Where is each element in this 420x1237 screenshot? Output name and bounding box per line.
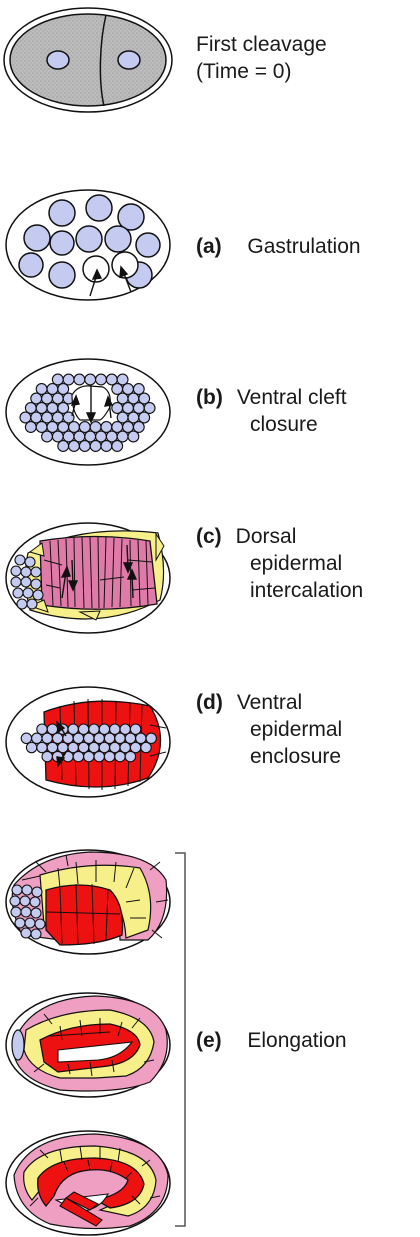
stage-letter: (e)	[196, 1029, 222, 1052]
blastomere	[115, 733, 125, 743]
blastomere	[52, 733, 62, 743]
comma-stage-embryo	[6, 850, 170, 954]
blastomere	[58, 441, 69, 452]
label-line: (Time = 0)	[196, 58, 327, 85]
blastomere	[84, 751, 94, 761]
blastomere	[128, 431, 139, 442]
blastomere	[32, 733, 42, 743]
label-line: Ventral cleft	[237, 386, 347, 409]
blastomere	[73, 751, 83, 761]
blastomere	[42, 431, 53, 442]
label-line: First cleavage	[196, 31, 327, 58]
elongation-bracket	[175, 853, 185, 1226]
blastomere	[26, 742, 36, 752]
gastrulation-embryo	[6, 190, 170, 300]
blastomere	[63, 751, 73, 761]
label-ventral-cleft: (b) Ventral cleft closure	[196, 384, 347, 438]
dorsal-intercalation-embryo	[6, 523, 170, 633]
label-elongation: (e) Elongation	[196, 1027, 347, 1054]
blastomere	[79, 441, 90, 452]
nucleus-right	[118, 51, 140, 69]
blastomere	[101, 441, 112, 452]
blastomere	[42, 751, 52, 761]
label-line: Elongation	[247, 1029, 346, 1052]
blastomere	[85, 374, 96, 385]
label-first-cleavage: First cleavage (Time = 0)	[196, 31, 327, 85]
blastomere	[96, 374, 107, 385]
ventral-enclosure-embryo	[6, 687, 170, 797]
stage-letter: (b)	[196, 386, 223, 409]
label-line: epidermal	[196, 716, 342, 743]
blastomere	[146, 733, 156, 743]
label-line: closure	[196, 411, 347, 438]
blastomere	[63, 733, 73, 743]
label-line: epidermal	[196, 550, 363, 577]
label-line: Dorsal	[236, 525, 297, 548]
blastomere	[73, 733, 83, 743]
label-dorsal-intercalation: (c) Dorsal epidermal intercalation	[196, 523, 363, 604]
blastomere	[90, 441, 101, 452]
stage-letter: (d)	[196, 691, 223, 714]
label-gastrulation: (a) Gastrulation	[196, 233, 361, 260]
one-and-half-fold-embryo	[6, 993, 170, 1097]
two-fold-embryo	[6, 1131, 170, 1235]
label-line: intercalation	[196, 577, 363, 604]
label-line: Gastrulation	[247, 235, 360, 258]
ventral-cleft-embryo	[6, 359, 170, 465]
blastomere	[84, 733, 94, 743]
blastomere	[21, 733, 31, 743]
blastomere	[104, 733, 114, 743]
blastomere	[69, 441, 80, 452]
blastomere	[94, 733, 104, 743]
blastomere	[141, 742, 151, 752]
nucleus-left	[47, 51, 69, 69]
label-ventral-enclosure: (d) Ventral epidermal enclosure	[196, 689, 342, 770]
blastomere	[115, 751, 125, 761]
blastomere	[42, 733, 52, 743]
blastomere	[94, 751, 104, 761]
blastomere	[136, 733, 146, 743]
blastomere	[125, 733, 135, 743]
blastomere	[125, 751, 135, 761]
label-line: enclosure	[196, 743, 342, 770]
stage-letter: (a)	[196, 235, 222, 258]
label-line: Ventral	[237, 691, 302, 714]
blastomere	[112, 441, 123, 452]
blastomere	[74, 374, 85, 385]
blastomere	[104, 751, 114, 761]
blastomere	[25, 422, 36, 433]
two-cell-embryo	[4, 8, 172, 112]
stage-letter: (c)	[196, 525, 222, 548]
